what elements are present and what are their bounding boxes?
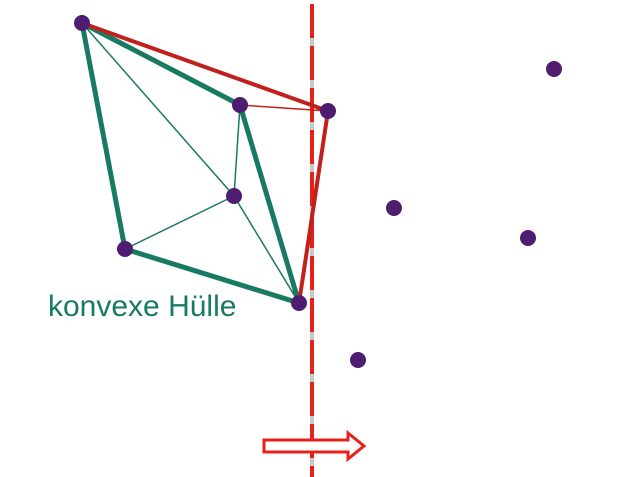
candidate-edge-p2-p6 bbox=[239, 104, 329, 112]
hull-edge-p4-p1 bbox=[79, 20, 128, 252]
hull-edge-p1-p2 bbox=[79, 20, 243, 108]
bridge-edge-p6-p5 bbox=[297, 109, 330, 305]
triangulation-edge-p2-p3 bbox=[233, 104, 241, 197]
edge-group bbox=[79, 20, 330, 306]
processed-point-p3 bbox=[226, 188, 242, 204]
processed-point-p6 bbox=[320, 103, 336, 119]
processed-point-p2 bbox=[232, 97, 248, 113]
processed-point-p5 bbox=[291, 295, 307, 311]
triangulation-edge-p1-p3 bbox=[81, 22, 235, 197]
triangulation-edge-p3-p4 bbox=[124, 195, 235, 250]
pending-point-p9 bbox=[520, 230, 536, 246]
point-group bbox=[74, 15, 562, 368]
convex-hull-label: konvexe Hülle bbox=[48, 290, 237, 323]
pending-point-p10 bbox=[350, 352, 366, 368]
pending-point-p7 bbox=[546, 61, 562, 77]
sweep-direction-arrow-icon bbox=[262, 429, 367, 463]
triangulation-edge-p3-p5 bbox=[233, 195, 300, 304]
bridge-edge-p1-p6 bbox=[80, 21, 330, 113]
hull-edge-p5-p4 bbox=[122, 246, 302, 306]
processed-point-p4 bbox=[117, 241, 133, 257]
pending-point-p8 bbox=[386, 200, 402, 216]
hull-edge-p2-p5 bbox=[237, 102, 302, 306]
processed-point-p1 bbox=[74, 15, 90, 31]
